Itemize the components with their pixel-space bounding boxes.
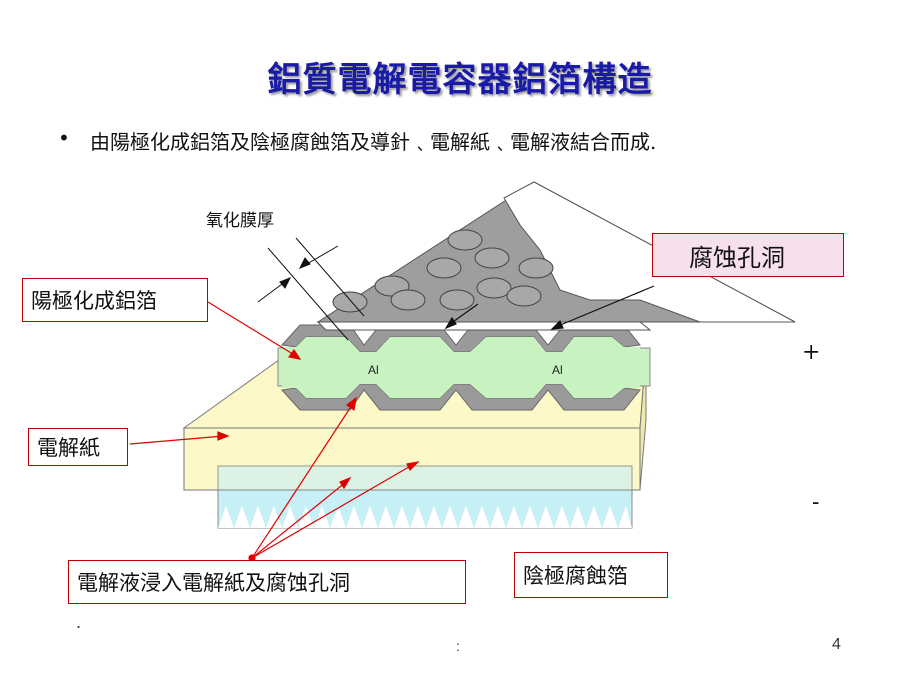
dot-mark: .: [76, 612, 82, 632]
etch-holes-label: 腐蚀孔洞: [652, 233, 844, 277]
page-number: 4: [832, 636, 841, 653]
oxide-thickness-marks: [257, 237, 365, 341]
al-label-right: Al: [552, 363, 563, 377]
plus-sign: +: [802, 340, 821, 365]
bullet-marker: •: [58, 126, 70, 150]
anode-aluminum-layer: [277, 324, 651, 411]
red-arrows: [129, 301, 420, 562]
oxide-thickness-label: 氧化膜厚: [206, 211, 274, 231]
electrolyte-label: 電解液浸入電解紙及腐蚀孔洞: [68, 560, 466, 604]
footer-colon: :: [456, 638, 460, 654]
cathode-foil-label: 陰極腐蝕箔: [514, 552, 668, 598]
page-title: 鋁質電解電容器鋁箔構造: [267, 60, 653, 100]
oxide-foil-sheet: [316, 181, 796, 331]
paper-label: 電解紙: [28, 428, 128, 466]
minus-sign: -: [812, 490, 820, 515]
bullet-text: 由陽極化成鋁箔及陰極腐蝕箔及導針﹑電解紙﹑電解液結合而成.: [90, 130, 657, 154]
etch-hole-arrows: [444, 285, 655, 330]
al-label-left: Al: [368, 363, 379, 377]
anode-foil-label: 陽極化成鋁箔: [22, 278, 208, 322]
